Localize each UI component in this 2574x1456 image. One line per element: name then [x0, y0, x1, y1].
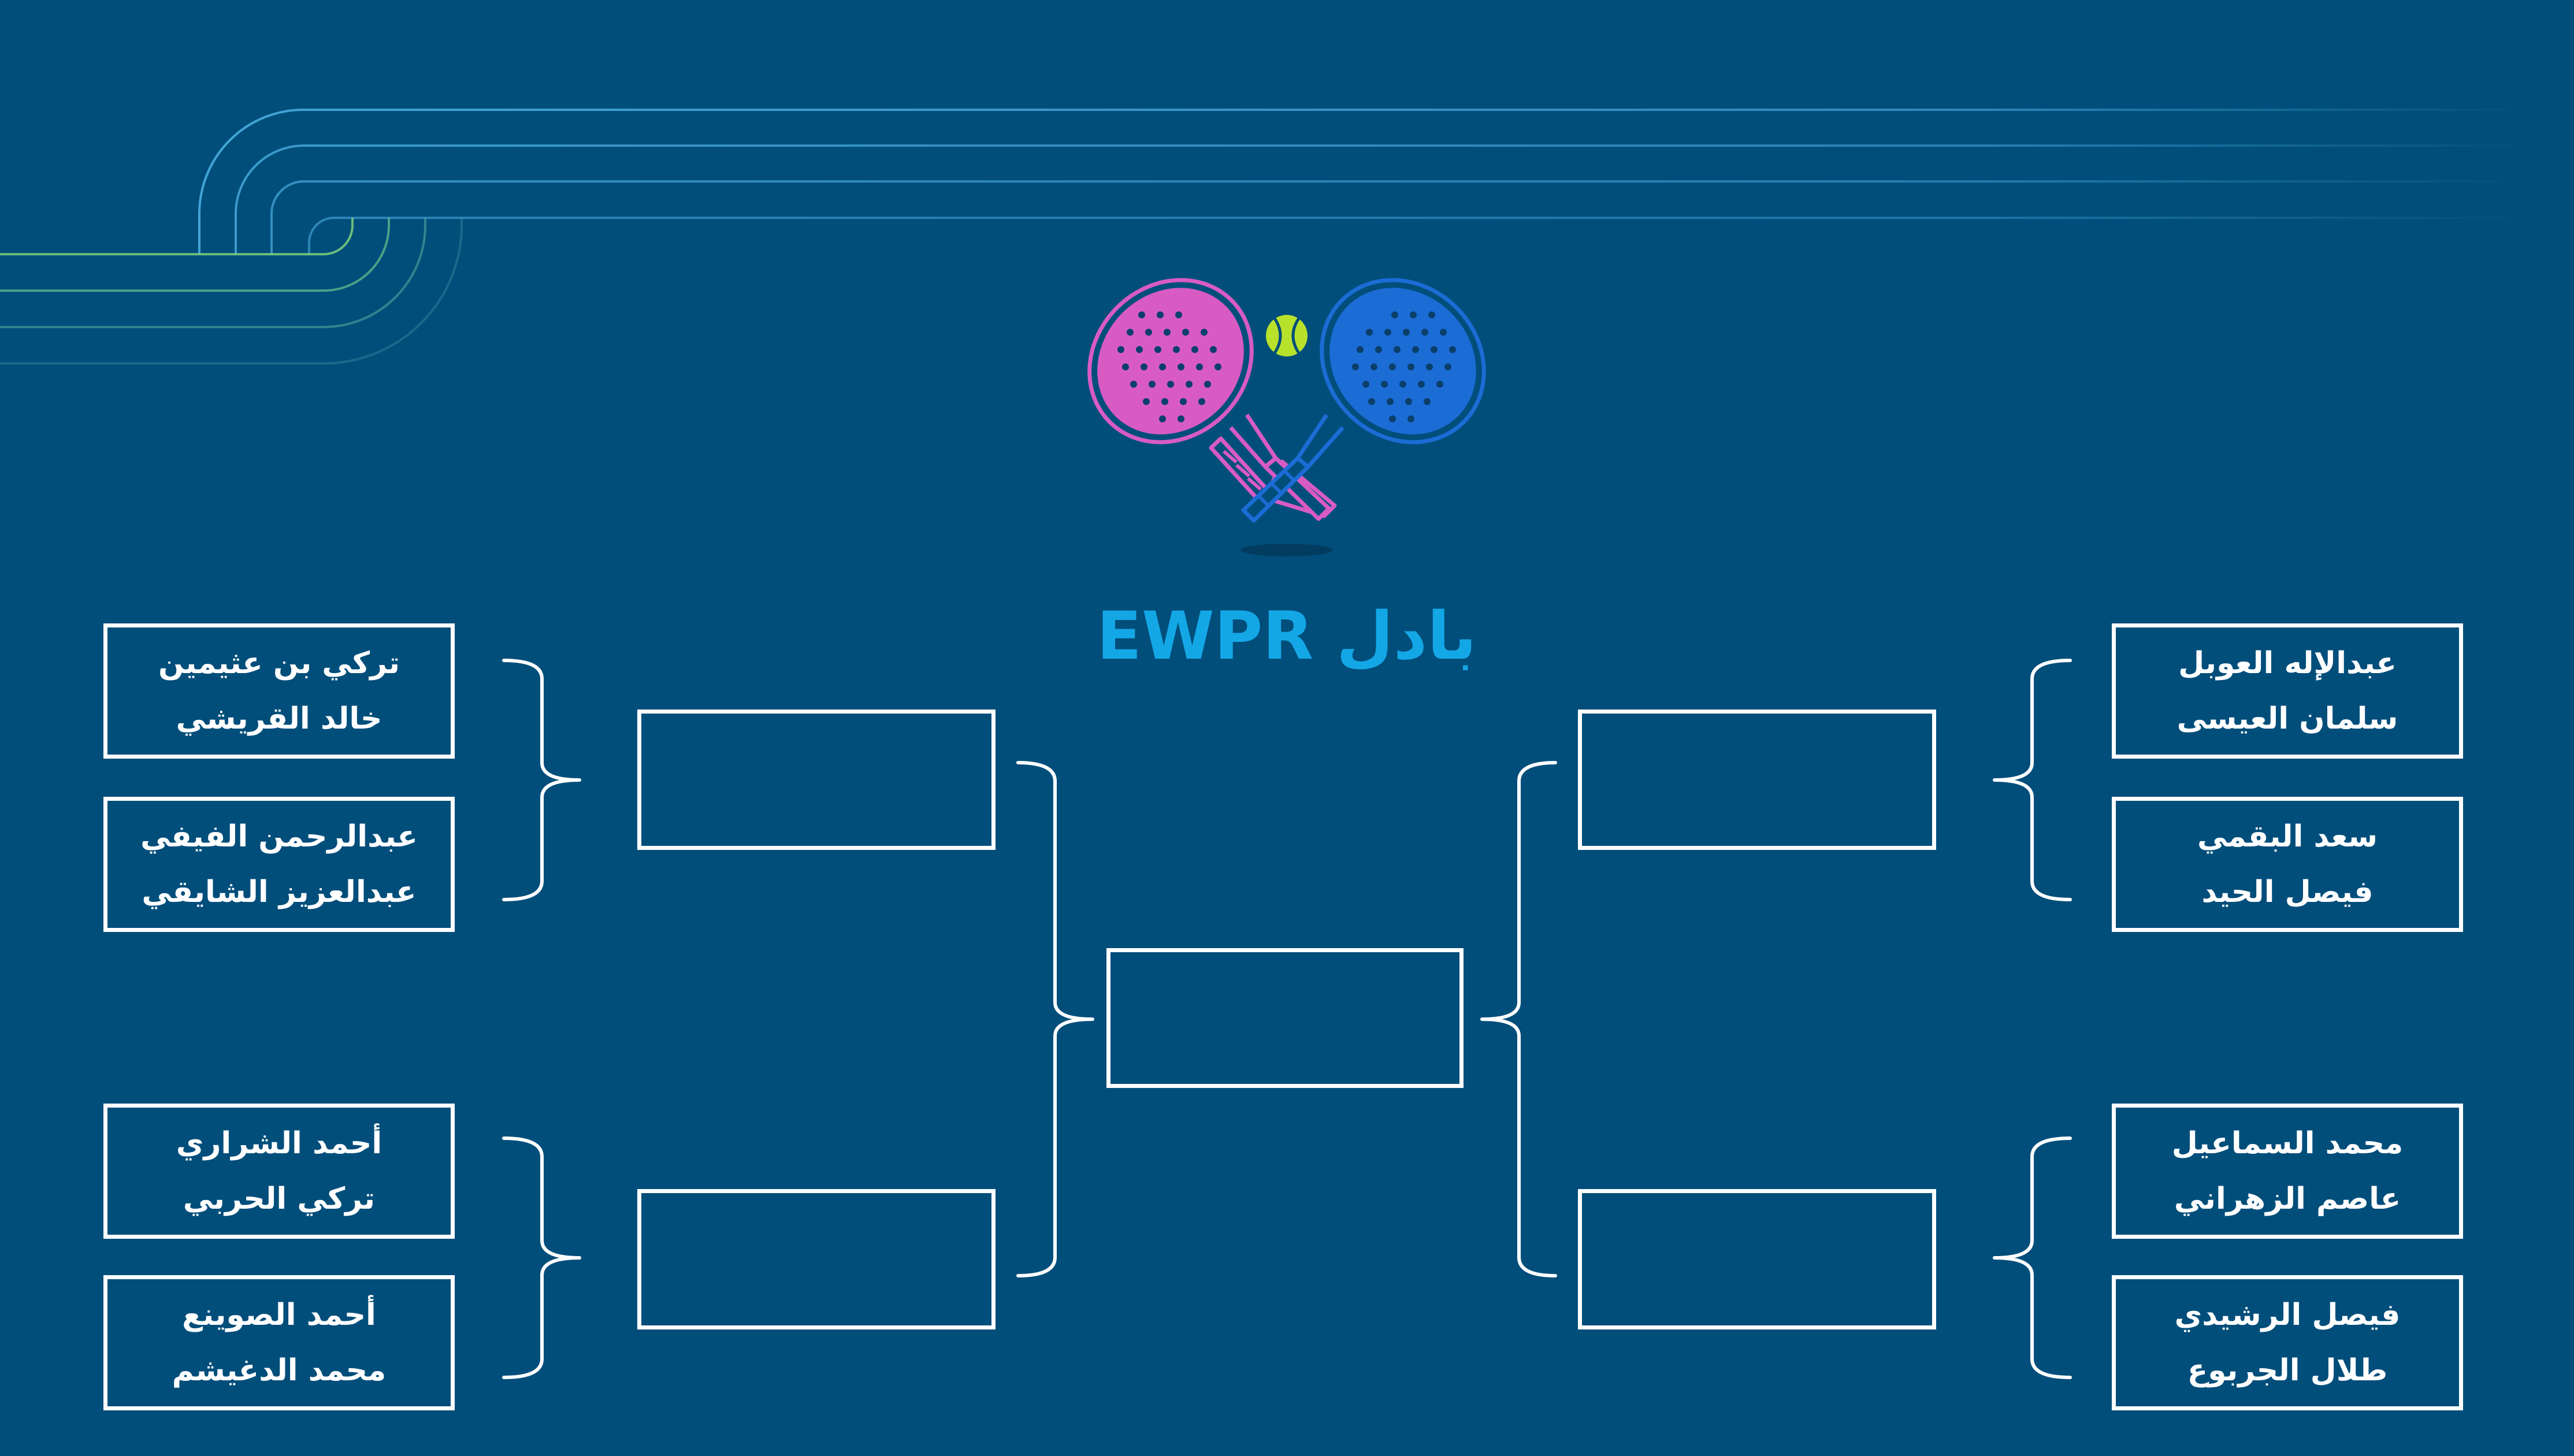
team-box-left-3: أحمد الشراري تركي الحربي	[103, 1104, 455, 1239]
semifinal-slot-left-top	[637, 710, 996, 850]
player-name: محمد السماعيل	[2171, 1126, 2404, 1161]
player-name: عبدالعزيز الشايقي	[142, 875, 417, 909]
connector-left-semi	[1016, 761, 1094, 1277]
connector-left-bottom	[502, 1136, 581, 1379]
semifinal-slot-left-bottom	[637, 1189, 996, 1329]
player-name: محمد الدغيشم	[172, 1353, 387, 1388]
player-name: خالد القريشي	[176, 701, 382, 736]
player-name: فيصل الحيد	[2201, 875, 2374, 909]
logo-shadow	[1240, 544, 1333, 556]
connector-right-top	[1993, 659, 2072, 901]
connector-right-bottom	[1993, 1136, 2072, 1379]
player-name: طلال الجربوع	[2187, 1353, 2388, 1388]
player-name: عبدالرحمن الفيفي	[140, 819, 418, 854]
player-name: عبدالإله العوبل	[2178, 646, 2397, 681]
team-box-left-4: أحمد الصوينع محمد الدغيشم	[103, 1275, 455, 1410]
connector-right-semi	[1480, 761, 1557, 1277]
player-name: سعد البقمي	[2197, 819, 2378, 854]
bracket-connectors	[502, 659, 2072, 1379]
semifinal-slot-right-top	[1578, 710, 1936, 850]
player-name: أحمد الصوينع	[182, 1298, 376, 1332]
player-name: فيصل الرشيدي	[2174, 1298, 2401, 1332]
player-name: أحمد الشراري	[176, 1126, 382, 1161]
player-name: تركي الحربي	[183, 1182, 376, 1216]
decorative-track-lines	[0, 109, 2531, 365]
padel-logo	[1087, 278, 1486, 556]
player-name: سلمان العيسى	[2176, 701, 2398, 736]
team-box-right-2: سعد البقمي فيصل الحيد	[2112, 797, 2463, 932]
team-box-left-2: عبدالرحمن الفيفي عبدالعزيز الشايقي	[103, 797, 455, 932]
team-box-right-3: محمد السماعيل عاصم الزهراني	[2112, 1104, 2463, 1239]
player-name: عاصم الزهراني	[2174, 1182, 2401, 1216]
padel-racket-blue-icon	[1241, 278, 1486, 523]
team-box-left-1: تركي بن عثيمين خالد القريشي	[103, 623, 455, 759]
page-title: بادل EWPR	[1097, 597, 1477, 674]
team-box-right-1: عبدالإله العوبل سلمان العيسى	[2112, 623, 2463, 759]
connector-left-top	[502, 659, 581, 901]
team-box-right-4: فيصل الرشيدي طلال الجربوع	[2112, 1275, 2463, 1410]
semifinal-slot-right-bottom	[1578, 1189, 1936, 1329]
tennis-ball-icon	[1266, 315, 1308, 356]
final-slot	[1106, 948, 1464, 1088]
player-name: تركي بن عثيمين	[158, 646, 400, 681]
